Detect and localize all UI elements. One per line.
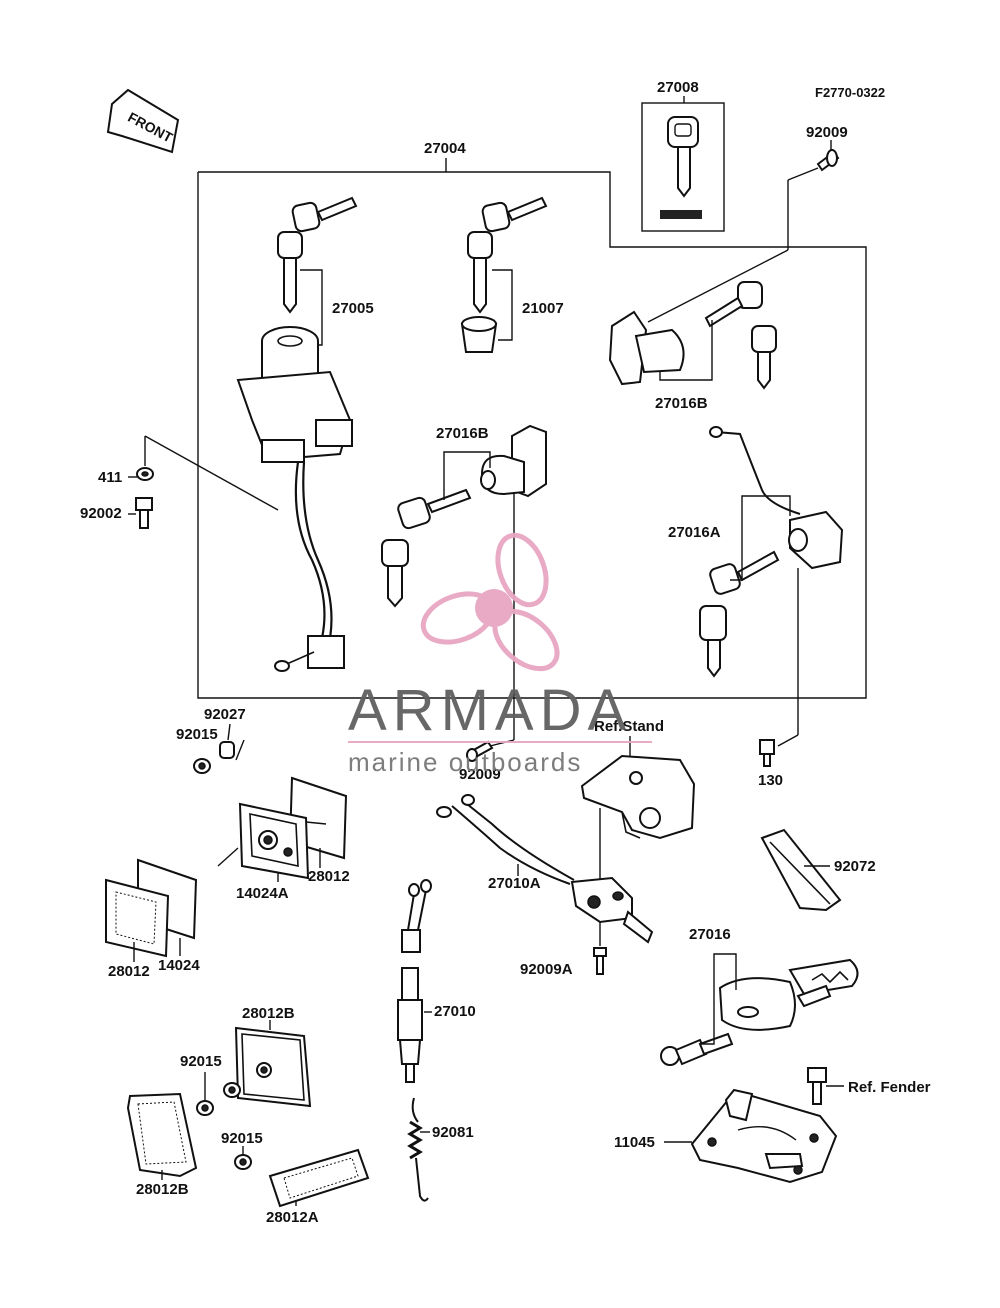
- screw-92009-top: [816, 149, 840, 172]
- strap-92072: [760, 828, 842, 912]
- propeller-logo-icon: [420, 532, 560, 672]
- label-27016B-mid: 27016B: [436, 425, 489, 442]
- ignition-switch: [236, 326, 353, 672]
- watermark-subtitle: marine outboards: [348, 747, 582, 777]
- label-92027: 92027: [204, 706, 246, 723]
- screw-92009A: [593, 947, 607, 975]
- label-21007: 21007: [522, 300, 564, 317]
- label-27016B-top: 27016B: [655, 395, 708, 412]
- label-28012A: 28012A: [266, 1209, 319, 1226]
- reflector-28012: [105, 858, 198, 958]
- screw-92009-mid: [466, 740, 494, 762]
- reflector-28012B-bottom: [126, 1092, 198, 1178]
- label-92009A: 92009A: [520, 961, 573, 978]
- watermark: ARMADA marine outboards: [348, 532, 652, 777]
- key-pair-27005: [277, 196, 358, 314]
- label-ref-fender: Ref. Fender: [848, 1079, 931, 1096]
- label-28012B-bottom: 28012B: [136, 1181, 189, 1198]
- label-28012B-top: 28012B: [242, 1005, 295, 1022]
- reflector-28012B-top: [234, 1026, 312, 1108]
- label-28012-b: 28012: [108, 963, 150, 980]
- label-92072: 92072: [834, 858, 876, 875]
- label-27010: 27010: [434, 1003, 476, 1020]
- nut-92015-c: [234, 1154, 252, 1170]
- label-411: 411: [98, 469, 122, 486]
- stand-bracket: [580, 754, 696, 840]
- reflector-28012A: [268, 1148, 370, 1208]
- label-27016: 27016: [689, 926, 731, 943]
- washer-411: [136, 467, 154, 481]
- label-92009-top: 92009: [806, 124, 848, 141]
- label-130: 130: [758, 772, 783, 789]
- label-27016A: 27016A: [668, 524, 721, 541]
- bracket-11045: [690, 1088, 838, 1184]
- lock-27016: [660, 958, 859, 1066]
- grommet-92027: [219, 741, 235, 759]
- label-27005: 27005: [332, 300, 374, 317]
- bolt-ref-fender: [807, 1067, 827, 1105]
- label-27004: 27004: [424, 140, 466, 157]
- key-tag-27008: [641, 96, 725, 232]
- side-stand-switch-27010A: [436, 794, 654, 944]
- nut-92015-a: [193, 758, 211, 774]
- label-92081: 92081: [432, 1124, 474, 1141]
- lock-27016A: [699, 426, 844, 678]
- switch-27010: [397, 879, 432, 1083]
- label-14024: 14024: [158, 957, 200, 974]
- key-pair-21007: [460, 196, 548, 353]
- front-arrow-icon: FRONT: [106, 88, 180, 154]
- seat-lock-27016B: [608, 281, 777, 390]
- bolt-92002: [135, 497, 153, 529]
- label-92002: 92002: [80, 505, 122, 522]
- label-92009-mid: 92009: [459, 766, 501, 783]
- nut-92015-b: [196, 1082, 241, 1116]
- helmet-lock-27016B: [381, 424, 547, 608]
- label-28012-a: 28012: [308, 868, 350, 885]
- kit-frame-27004: [197, 171, 867, 699]
- label-92015-b: 92015: [180, 1053, 222, 1070]
- spring-92081: [407, 1097, 429, 1202]
- reflector-14024A: [238, 776, 348, 880]
- label-92015-a: 92015: [176, 726, 218, 743]
- label-14024A: 14024A: [236, 885, 289, 902]
- label-11045: 11045: [614, 1134, 655, 1151]
- label-27010A: 27010A: [488, 875, 541, 892]
- label-27008: 27008: [657, 79, 699, 96]
- watermark-title: ARMADA: [348, 678, 632, 743]
- bolt-130: [759, 739, 775, 767]
- label-92015-c: 92015: [221, 1130, 263, 1147]
- diagram-code: F2770-0322: [815, 85, 885, 100]
- label-ref-stand: Ref.Stand: [594, 718, 664, 735]
